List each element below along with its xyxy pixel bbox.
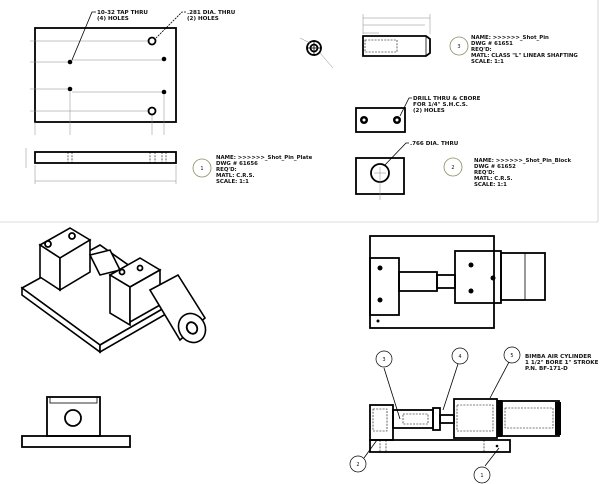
balloon-label: 1 — [200, 166, 203, 172]
drawing-text: (2) HOLES — [413, 108, 445, 114]
drawing-text: 5 — [510, 353, 513, 359]
pin-side-view — [362, 14, 431, 57]
drawing-text: 4 — [458, 354, 461, 360]
assembly-balloons: 3 4 5 2 1 — [349, 346, 521, 484]
drawing-text: DWG # 61652 — [474, 164, 516, 170]
plate-title-block: NAME: >>>>>>_Shot_Pin_Plate DWG # 61656 … — [216, 155, 313, 185]
isometric-assembly-view — [20, 227, 207, 354]
drawing-text: 2 — [356, 462, 359, 468]
drawing-text: 3 — [382, 357, 385, 363]
balloon-label: 2 — [451, 165, 454, 171]
drawing-text: DWG # 61651 — [471, 41, 513, 47]
balloon-plate — [192, 158, 212, 178]
drawing-text: DRILL THRU & CBORE — [413, 96, 481, 102]
plate-side-view — [25, 148, 177, 184]
drawing-text: DWG # 61656 — [216, 161, 258, 167]
dia-note-count: (2) HOLES — [187, 16, 219, 22]
drawing-text: BIMBA AIR CYLINDER — [525, 354, 592, 360]
drawing-text: REQ'D: — [216, 167, 237, 173]
drawing-text: SCALE: 1:1 — [474, 182, 507, 188]
block-front-view: .766 DIA. THRU — [355, 141, 459, 200]
block-top-view: DRILL THRU & CBORE FOR 1/4" S.H.C.S. (2)… — [355, 96, 481, 133]
drawing-text: NAME: >>>>>>_Shot_Pin_Plate — [216, 155, 313, 161]
drawing-text: SCALE: 1:1 — [216, 179, 249, 185]
drawing-text: SCALE: 1:1 — [471, 59, 504, 65]
drawing-text: FOR 1/4" S.H.C.S. — [413, 102, 468, 108]
drawing-text: 1 1/2" BORE 1" STROKE — [525, 360, 599, 366]
drawing-text: NAME: >>>>>>_Shot_Pin_Block — [474, 158, 571, 164]
hole-icon — [67, 36, 167, 116]
block-title-block: NAME: >>>>>>_Shot_Pin_Block DWG # 61652 … — [474, 158, 571, 188]
drawing-text: .766 DIA. THRU — [410, 141, 459, 147]
assembly-front-view — [363, 361, 561, 467]
drawing-text: REQ'D: — [474, 170, 495, 176]
tap-note-count: (4) HOLES — [97, 16, 129, 22]
drawing-text: P.N. BF-171-D — [525, 366, 568, 372]
cylinder-note: BIMBA AIR CYLINDER 1 1/2" BORE 1" STROKE… — [525, 354, 599, 372]
drawing-text: MATL: C.R.S. — [216, 173, 255, 179]
plate-top-view: 10-32 TAP THRU (4) HOLES .281 DIA. THRU … — [30, 10, 236, 135]
drawing-text: MATL: CLASS "L" LINEAR SHAFTING — [471, 53, 578, 59]
pin-title-block: NAME: >>>>>>_Shot_Pin DWG # 61651 REQ'D:… — [471, 35, 578, 65]
pin-end-view — [299, 37, 334, 69]
balloon-label: 3 — [457, 44, 460, 50]
tap-note: 10-32 TAP THRU — [97, 10, 148, 16]
dia-note: .281 DIA. THRU — [187, 10, 236, 16]
balloon-pin — [449, 36, 469, 56]
assembly-end-view — [21, 396, 131, 448]
drawing-text: REQ'D: — [471, 47, 492, 53]
balloon-block — [443, 157, 463, 177]
drawing-text: 1 — [480, 473, 483, 479]
drawing-text: MATL: C.R.S. — [474, 176, 513, 182]
drawing-text: NAME: >>>>>>_Shot_Pin — [471, 35, 549, 41]
assembly-top-view — [369, 235, 546, 329]
